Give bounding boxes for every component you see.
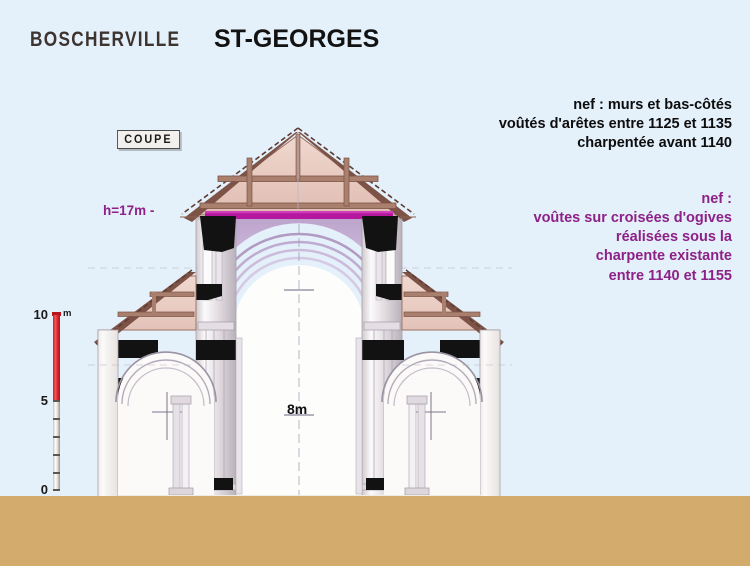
height-label: h=17m -	[103, 203, 155, 218]
scale-tick-1	[53, 472, 60, 474]
scale-tick-3	[53, 436, 60, 438]
clerestory-detail	[88, 267, 512, 495]
scale-bar-grey-segment	[53, 400, 60, 490]
aisle-left	[94, 269, 217, 498]
scale-label-unit: m	[63, 308, 72, 319]
ground-band	[0, 496, 750, 566]
scale-bar: 10 m 5 0	[28, 307, 74, 497]
annotation-nave-vaults: nef : voûtes sur croisées d'ogives réali…	[533, 191, 732, 284]
scale-label-mid: 5	[40, 393, 48, 408]
nave-roof-truss	[180, 127, 416, 222]
scale-bar-cap	[52, 312, 61, 316]
scale-tick-5	[53, 400, 60, 402]
coupe-badge: COUPE	[117, 130, 180, 149]
scale-label-top: 10	[33, 307, 48, 322]
page-title-site: BOSCHERVILLE	[30, 28, 181, 51]
scale-bar-red-segment	[53, 315, 60, 400]
vault-springing-line	[205, 211, 393, 219]
scale-tick-4	[53, 418, 60, 420]
annotation-nave-walls: nef : murs et bas-côtés voûtés d'arêtes …	[498, 97, 732, 152]
width-label: 8m	[287, 401, 308, 417]
scale-label-bottom: 0	[40, 482, 48, 497]
page-title-church: ST-GEORGES	[214, 25, 380, 53]
aisle-right	[381, 269, 504, 498]
scale-tick-2	[53, 454, 60, 456]
scale-tick-0	[53, 489, 60, 491]
